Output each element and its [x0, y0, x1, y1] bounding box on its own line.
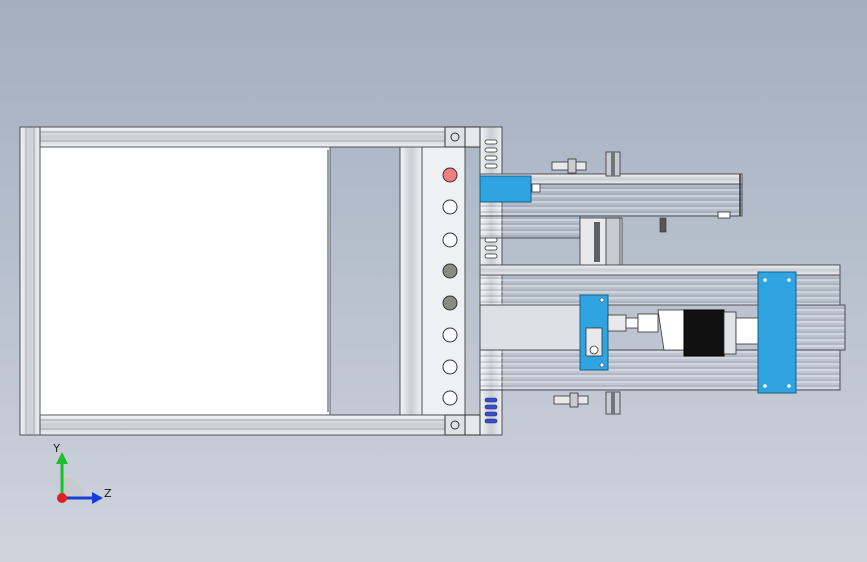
- left-frame-assembly[interactable]: [19, 126, 466, 436]
- motor: [683, 309, 759, 357]
- slide-carriage: [579, 294, 609, 371]
- y-axis-arrow: [56, 452, 68, 464]
- mount-corner-top: [464, 126, 481, 148]
- lamp-white: [442, 232, 458, 248]
- lamp-gray: [442, 263, 458, 279]
- upper-end-cap: [717, 211, 731, 219]
- lamp-gray: [442, 295, 458, 311]
- mount-corner-bottom: [464, 414, 481, 436]
- lamp-white: [442, 390, 458, 406]
- spindle-assembly: [607, 309, 685, 351]
- frame-bottom-rail: [19, 414, 466, 436]
- corner-brackets: [444, 126, 466, 436]
- z-axis-label: Z: [104, 487, 112, 500]
- indicator-lamps: [442, 167, 458, 406]
- upper-blue-carriage: [479, 175, 532, 203]
- upper-pulley: [605, 151, 621, 177]
- enclosure-panel: [39, 146, 331, 416]
- z-axis-arrow: [92, 492, 103, 504]
- lower-linear-axis[interactable]: [479, 264, 846, 415]
- lower-blue-plate: [757, 271, 797, 394]
- lamp-white: [442, 359, 458, 375]
- control-panel-strip: [421, 146, 466, 416]
- frame-top-rail: [19, 126, 466, 148]
- upper-linear-axis[interactable]: [479, 151, 743, 269]
- y-axis-label: Y: [52, 442, 60, 455]
- orientation-triad: Y Z: [52, 442, 112, 504]
- inner-vertical-profile: [399, 146, 423, 416]
- upper-pulley-2: [579, 217, 623, 269]
- origin-dot: [57, 493, 67, 503]
- triad-arc: [62, 476, 84, 498]
- mount-slots-blue: [484, 397, 498, 424]
- lamp-white: [442, 199, 458, 215]
- lower-pulley: [605, 391, 621, 415]
- frame-left-post: [19, 126, 41, 436]
- lamp-white: [442, 327, 458, 343]
- lamp-red: [442, 167, 458, 183]
- upper-rail-lower: [479, 215, 581, 239]
